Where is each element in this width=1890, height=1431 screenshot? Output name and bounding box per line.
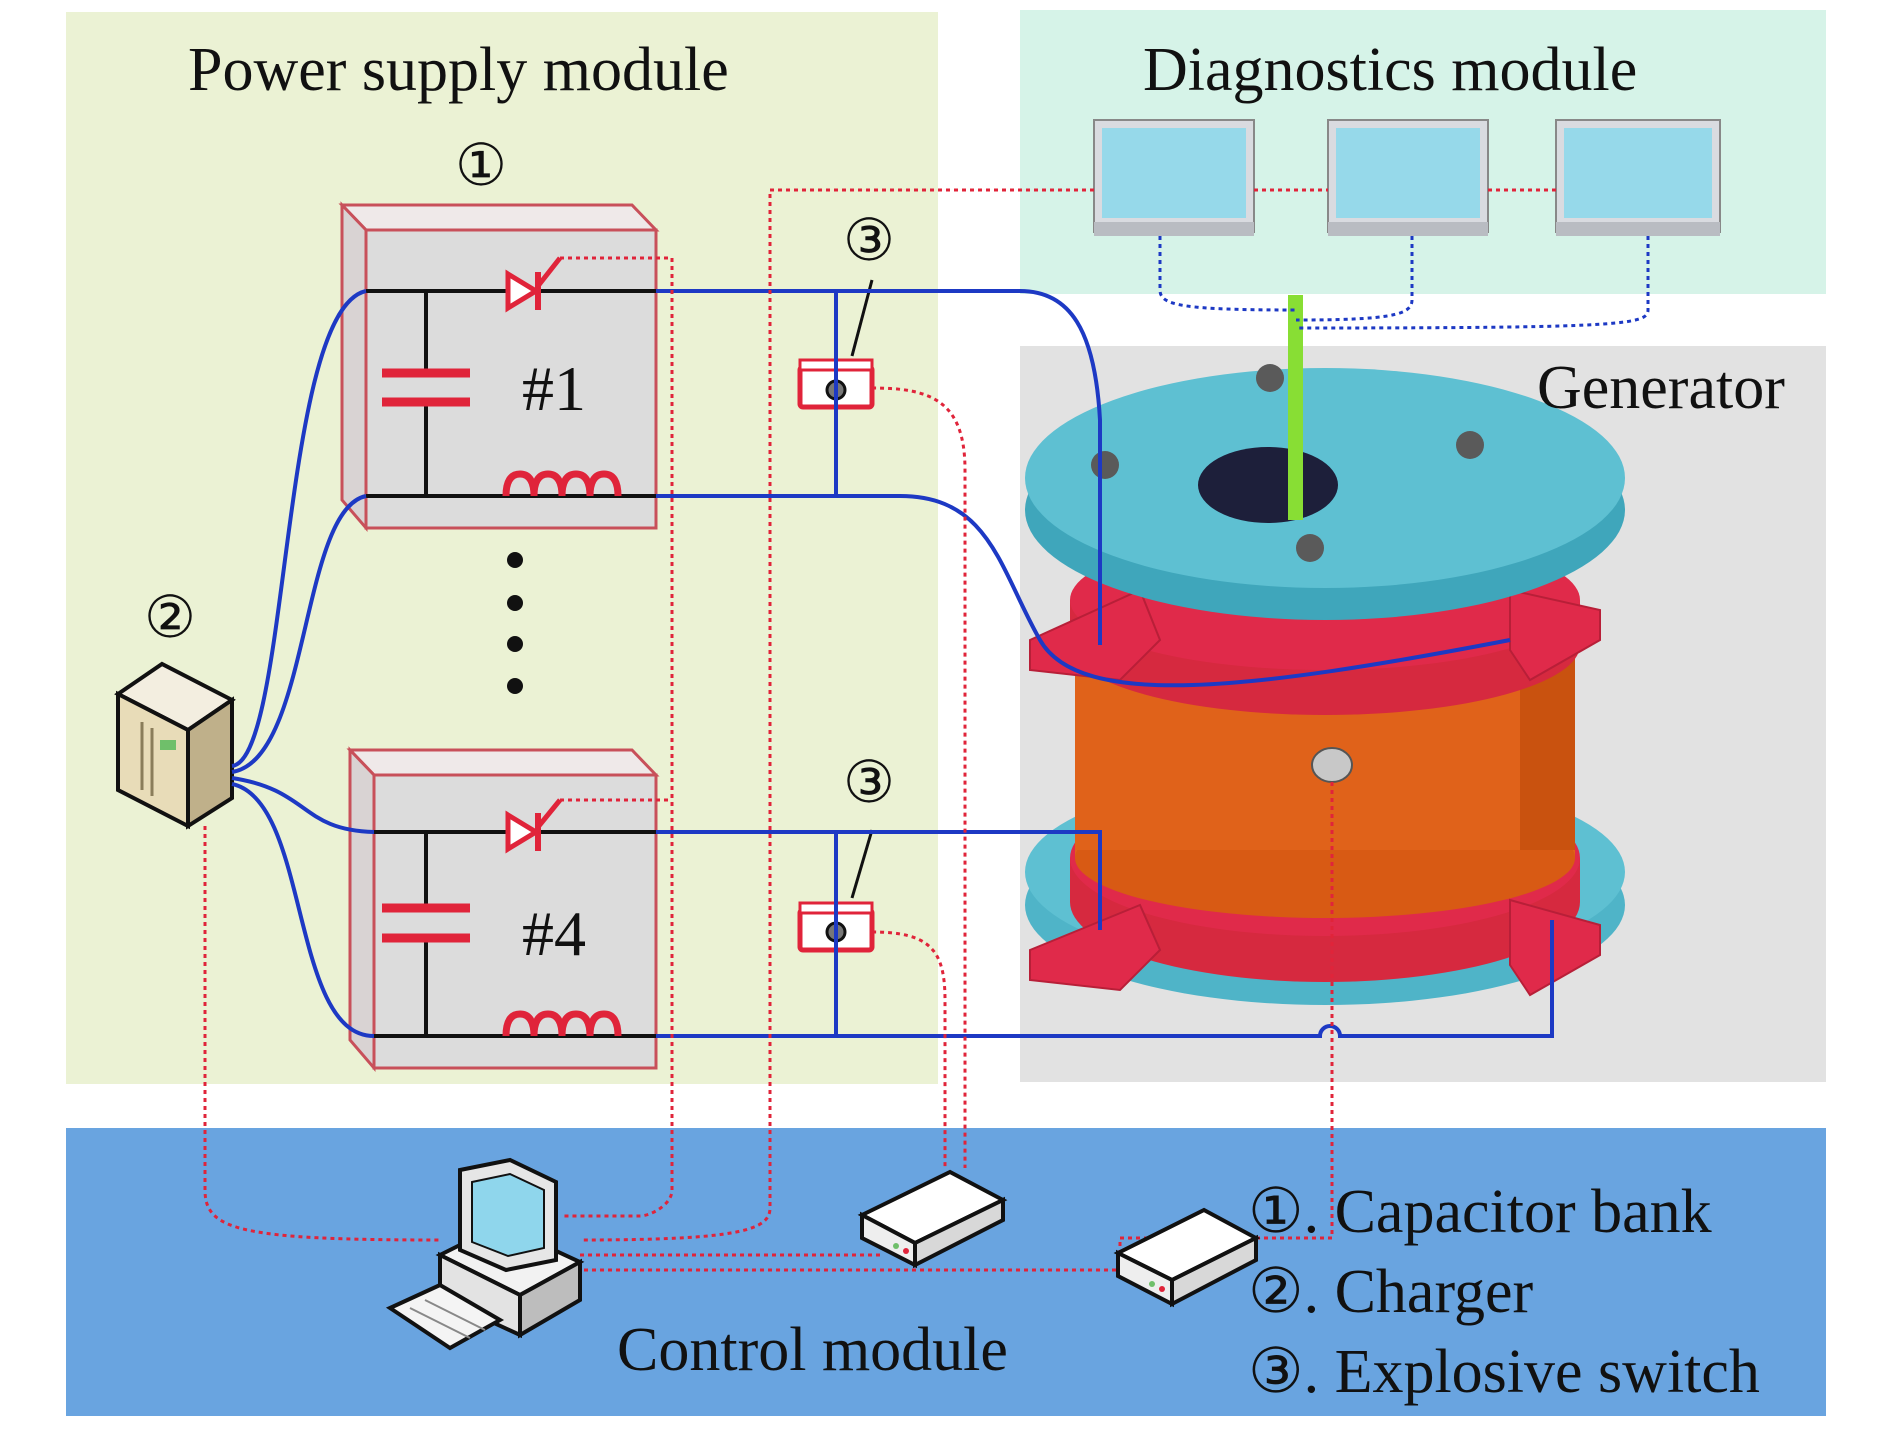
bank-4-label: #4 (522, 898, 586, 969)
monitor-2 (1327, 119, 1489, 236)
charger-icon (114, 661, 236, 830)
power-supply-module-title: Power supply module (188, 36, 729, 104)
legend-charger: ②. Charger (1248, 1258, 1533, 1326)
bank-1-label: #1 (522, 353, 586, 424)
signal-lines (203, 188, 1556, 1272)
legend-explosive-switch: ③. Explosive switch (1248, 1338, 1760, 1406)
generator-title: Generator (1537, 354, 1785, 422)
control-module-title: Control module (617, 1316, 1008, 1384)
capacitor-bank-4: #4 (346, 746, 660, 1073)
monitor-1 (1093, 119, 1255, 236)
diagnostics-module-title: Diagnostics module (1143, 36, 1637, 104)
charger-marker: ② (144, 585, 196, 650)
explosive-switch-marker-1: ③ (843, 208, 895, 273)
explosive-switch-marker-2: ③ (843, 750, 895, 815)
legend-capacitor-bank: ①. Capacitor bank (1248, 1178, 1712, 1246)
control-unit-1 (857, 1169, 1008, 1269)
more-banks-ellipsis (507, 552, 523, 694)
power-cables (231, 289, 1554, 1038)
control-unit-2 (1113, 1207, 1261, 1308)
diagnostic-probe (1288, 295, 1303, 520)
diagnostic-cables (1158, 236, 1650, 330)
monitor-3 (1555, 119, 1721, 236)
generator-device (1025, 364, 1625, 1005)
computer-icon (385, 1157, 585, 1351)
capacitor-bank-marker: ① (455, 133, 507, 198)
capacitor-bank-1: #1 (338, 201, 660, 533)
